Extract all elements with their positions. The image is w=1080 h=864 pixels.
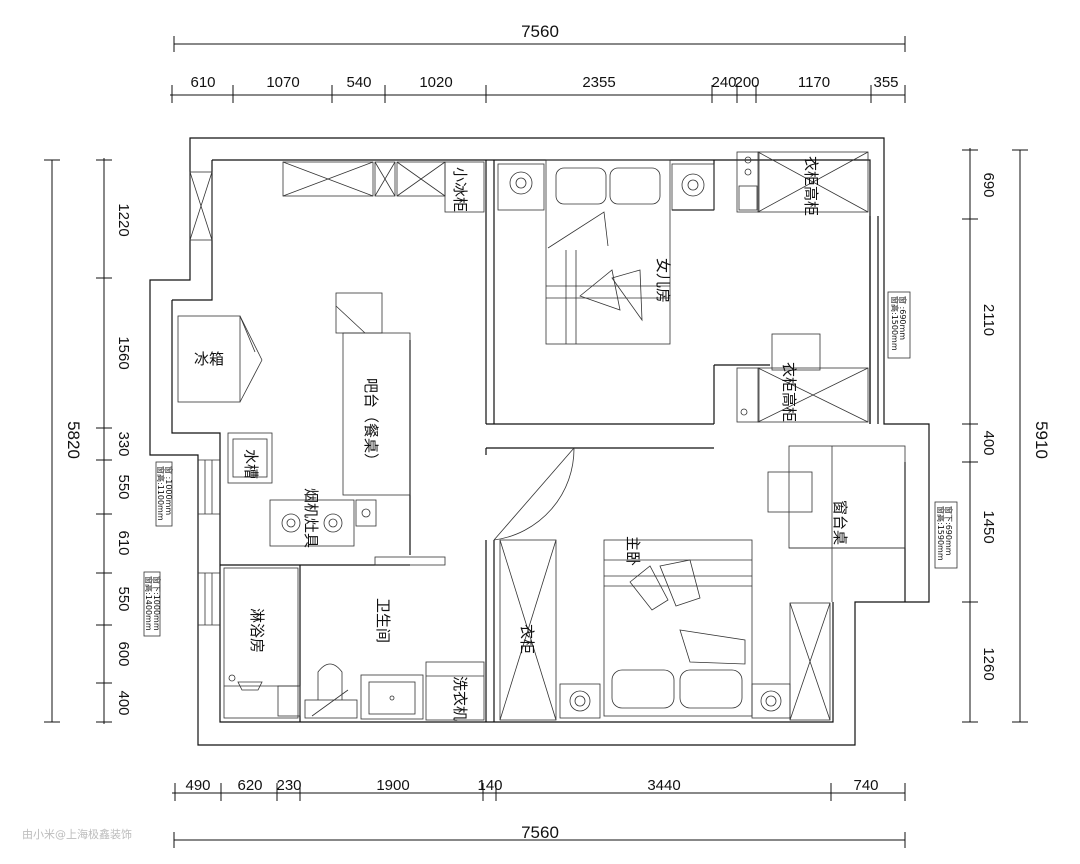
top-seg-2: 1070 [266,74,299,91]
left-seg-7: 600 [115,641,132,666]
kitchen-window-note-2: 窗高:1100mm [156,466,166,521]
girls-window-note-2: 窗高:1500mm [890,296,900,351]
bottom-dimension-chain: 490 620 230 1900 140 3440 740 [172,777,906,801]
sink: 水槽 [227,432,273,484]
bottom-seg-2: 620 [237,777,262,794]
left-seg-8: 400 [115,690,132,715]
right-dimension-total: 5910 [1012,149,1051,723]
tall-wardrobe-top-label: 衣柜高柜 [802,156,820,216]
left-seg-6: 550 [115,586,132,611]
sink-label: 水槽 [242,449,260,479]
girls-window-note: 窗 :690mm 窗高:1500mm [887,291,911,359]
tall-wardrobe-bottom: 衣柜高柜 [736,333,869,423]
kitchen-window-note-1: 窗 :1000mm [164,466,174,515]
master-window-note: 窗下:690mm 窗高:1590mm [934,501,958,569]
bottom-seg-3: 230 [276,777,301,794]
left-total-label: 5820 [64,421,83,459]
bottom-seg-4: 1900 [376,777,409,794]
bottom-seg-1: 490 [185,777,210,794]
right-seg-2: 2110 [980,304,997,336]
bottom-seg-5: 140 [477,777,502,794]
left-seg-4: 550 [115,474,132,499]
master-bedroom-label: 主卧 [624,536,642,566]
top-seg-4: 1020 [419,74,452,91]
girls-nightstand-right [671,163,715,211]
right-seg-3: 400 [980,430,997,455]
girls-room-label: 女儿房 [654,258,672,303]
top-total-label: 7560 [521,22,559,41]
mini-fridge-cabinet: 小冰柜 [444,161,485,213]
top-dimension-chain: 610 1070 540 1020 2355 240 200 1170 355 [170,74,906,103]
left-seg-5: 610 [115,530,132,555]
bottom-dimension-total: 7560 [173,823,906,848]
right-total-label: 5910 [1032,421,1051,459]
door-swing [493,447,575,541]
tall-wardrobe-bottom-label: 衣柜高柜 [780,362,798,422]
bath-window-note-2: 窗高:1400mm [144,576,154,631]
girls-window-note-1: 窗 :690mm [898,296,908,340]
shower-label: 淋浴房 [248,608,266,653]
left-seg-3: 330 [115,431,132,456]
top-dimension-total: 7560 [173,22,906,52]
right-dimension-chain: 690 2110 400 1450 1260 [962,148,997,723]
washer: 洗衣机 [425,661,485,721]
bath-window-note-1: 窗下:1000mm [152,576,162,631]
nightstand-left [559,683,601,719]
girls-bed: 女儿房 [545,159,672,345]
bottom-seg-7: 740 [853,777,878,794]
stove: 烟机灶具 [269,488,446,566]
top-seg-6: 240 [711,74,736,91]
master-right-cabinet [789,602,831,721]
mini-fridge-label: 小冰柜 [451,167,469,212]
bar-counter-label: 吧台（餐桌） [362,378,380,468]
master-bed: 主卧 [603,536,753,717]
right-seg-5: 1260 [980,647,997,680]
shower: 淋浴房 [223,567,301,719]
tall-wardrobe-top: 衣柜高柜 [736,151,869,216]
top-seg-7: 200 [734,74,759,91]
upper-cabinets [282,161,446,197]
bay-window-table: 窗台桌 [767,445,906,602]
top-seg-3: 540 [346,74,371,91]
top-seg-8: 1170 [798,74,830,91]
wardrobe-label: 衣柜 [518,624,536,654]
washer-label: 洗衣机 [451,676,469,721]
master-window-note-2: 窗高:1590mm [936,506,946,561]
bathroom-label: 卫生间 [374,598,392,643]
kitchen-window-note: 窗 :1000mm 窗高:1100mm [155,459,220,527]
top-seg-5: 2355 [582,74,615,91]
right-seg-1: 690 [980,172,997,197]
toilet [304,663,358,719]
left-seg-2: 1560 [115,336,132,369]
window-top-left [189,171,213,241]
top-seg-9: 355 [873,74,898,91]
bottom-seg-6: 3440 [647,777,680,794]
left-dimension-total: 5820 [44,159,83,723]
left-dimension-chain: 1220 1560 330 550 610 550 600 400 [96,158,132,724]
master-wardrobe: 衣柜 [499,539,557,721]
right-seg-4: 1450 [980,510,997,543]
bottom-total-label: 7560 [521,823,559,842]
bath-basin [360,674,424,720]
bath-window-note: 窗下:1000mm 窗高:1400mm [143,571,220,637]
hood-stove-label: 烟机灶具 [302,488,320,548]
watermark: 由小米@上海极鑫装饰 [22,827,132,841]
nightstand-right [751,683,791,719]
bar-counter: 吧台（餐桌） [335,292,411,496]
master-window-note-1: 窗下:690mm [944,506,954,556]
top-seg-1: 610 [190,74,215,91]
interior-walls [220,160,879,722]
bay-window-table-label: 窗台桌 [831,500,849,545]
girls-nightstand-left [497,163,545,211]
fridge-label: 冰箱 [194,350,224,368]
left-seg-1: 1220 [115,203,132,236]
fridge: 冰箱 [177,315,263,403]
